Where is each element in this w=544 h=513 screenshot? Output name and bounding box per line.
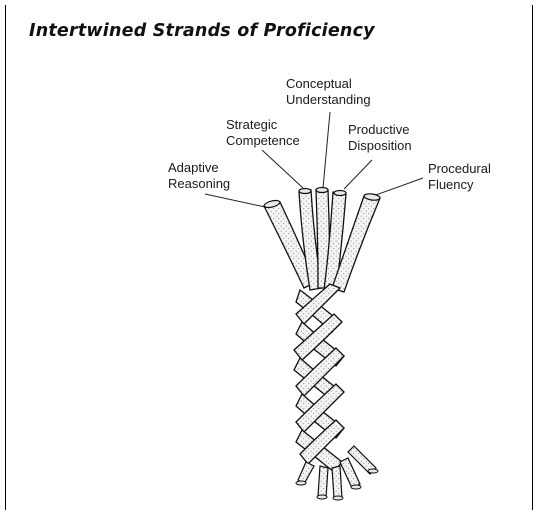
label-line: Disposition — [348, 138, 412, 154]
label-adaptive-reasoning: Adaptive Reasoning — [168, 160, 230, 192]
label-conceptual-understanding: Conceptual Understanding — [286, 76, 371, 108]
braided-section — [294, 284, 344, 472]
label-line: Understanding — [286, 92, 371, 108]
label-line: Reasoning — [168, 176, 230, 192]
leader-line-adaptive — [205, 194, 265, 207]
label-strategic-competence: Strategic Competence — [226, 117, 300, 149]
label-line: Competence — [226, 133, 300, 149]
leader-line-procedural — [373, 178, 423, 196]
label-productive-disposition: Productive Disposition — [348, 122, 412, 154]
leader-line-productive — [344, 160, 372, 189]
label-line: Productive — [348, 122, 412, 138]
label-line: Strategic — [226, 117, 300, 133]
leader-line-conceptual — [323, 112, 330, 188]
label-line: Adaptive — [168, 160, 230, 176]
label-line: Conceptual — [286, 76, 371, 92]
label-line: Fluency — [428, 177, 491, 193]
leader-line-strategic — [262, 150, 303, 188]
label-line: Procedural — [428, 161, 491, 177]
label-procedural-fluency: Procedural Fluency — [428, 161, 491, 193]
upper-strands — [264, 190, 380, 292]
